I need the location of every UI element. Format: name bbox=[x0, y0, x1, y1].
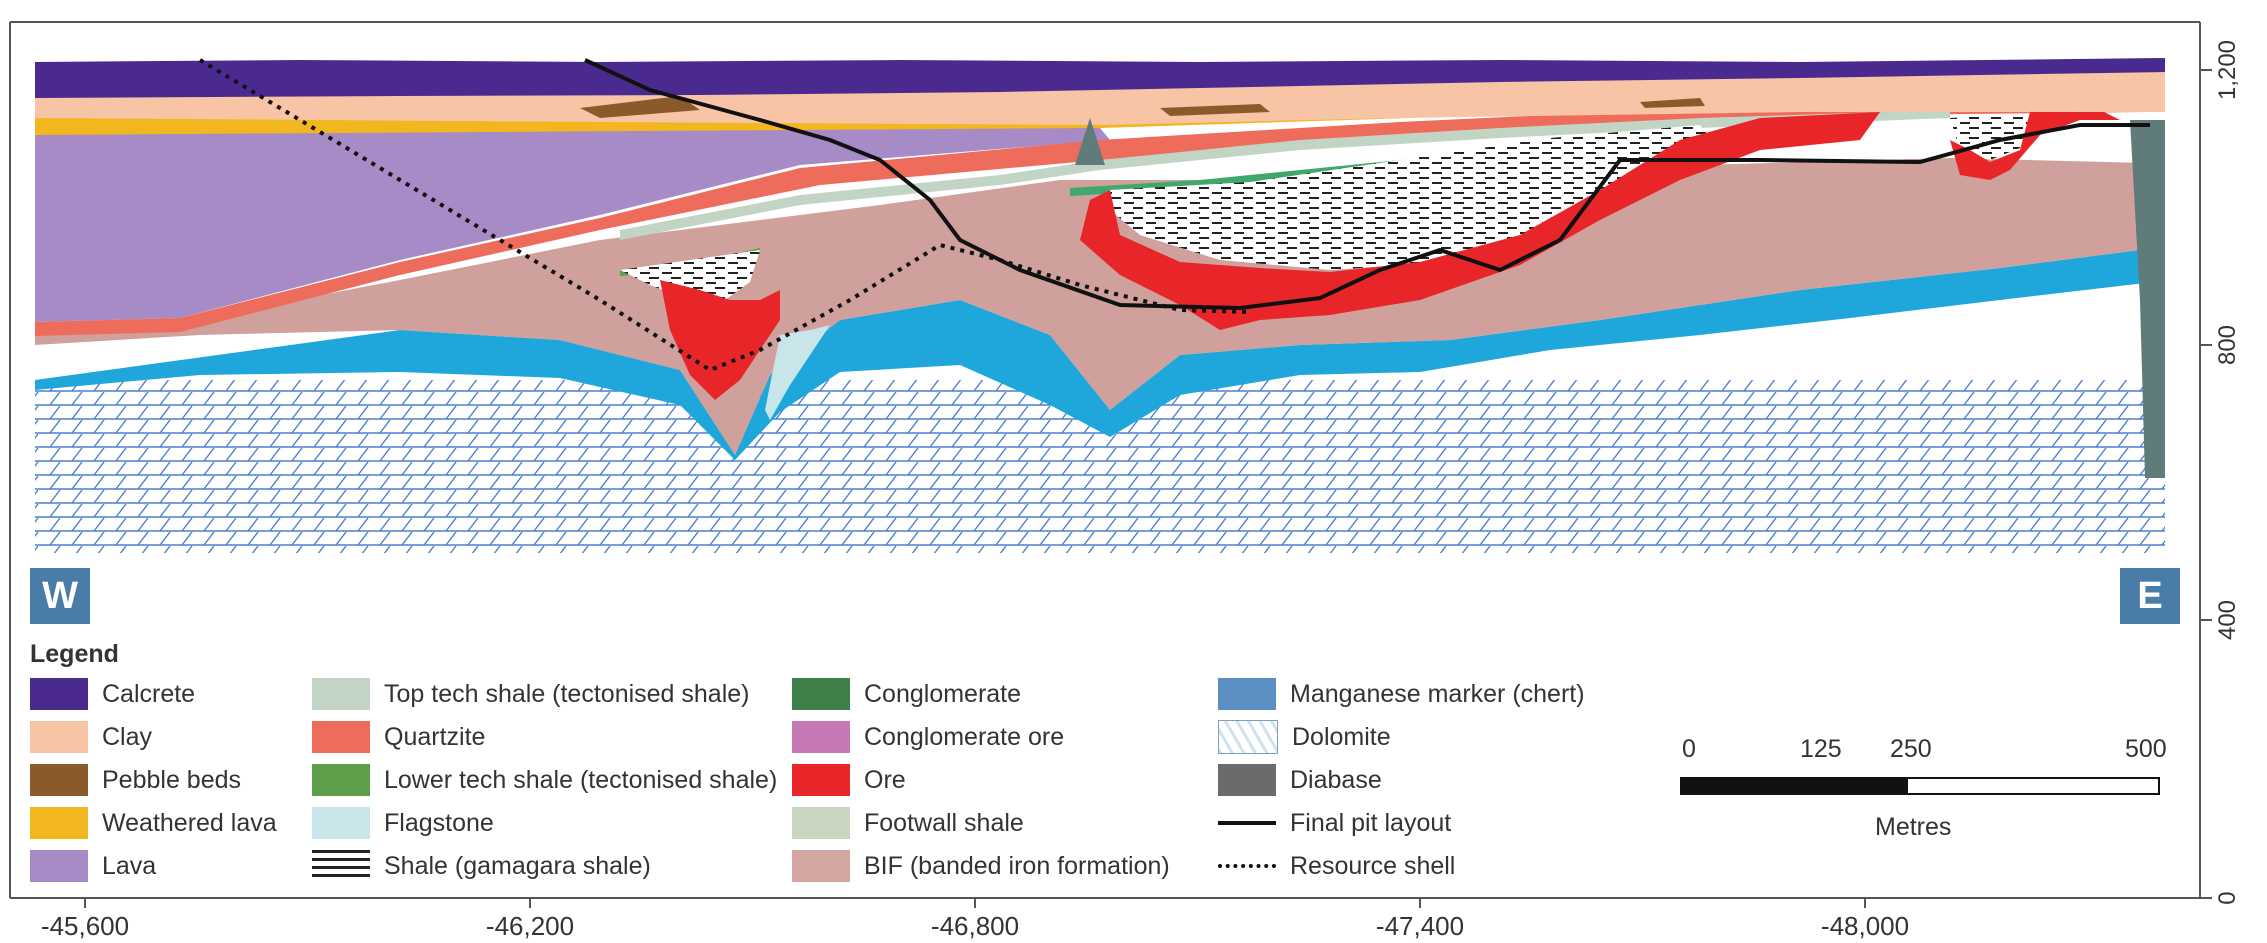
x-tick-label: -48,000 bbox=[1821, 911, 1909, 941]
legend-line-swatch bbox=[1218, 821, 1276, 825]
legend-item: Shale (gamagara shale) bbox=[312, 846, 651, 886]
scale-bar-graphic bbox=[1680, 777, 2160, 795]
legend-label: Manganese marker (chert) bbox=[1290, 679, 1585, 708]
legend-label: Clay bbox=[102, 722, 153, 751]
legend-item: Diabase bbox=[1218, 760, 1382, 800]
legend-item: Ore bbox=[792, 760, 906, 800]
legend-swatch bbox=[792, 678, 850, 710]
resource-shell-line bbox=[198, 58, 1251, 373]
scale-unit-label: Metres bbox=[1875, 813, 1952, 841]
compass-east: E bbox=[2120, 568, 2180, 624]
x-tick-label: -45,600 bbox=[41, 911, 129, 941]
compass-west: W bbox=[30, 568, 90, 624]
y-tick-label: 0 bbox=[2214, 891, 2241, 904]
legend-label: Pebble beds bbox=[102, 765, 242, 794]
scale-tick-label: 500 bbox=[2125, 735, 2167, 763]
legend-swatch bbox=[30, 807, 88, 839]
scale-tick-label: 125 bbox=[1800, 735, 1842, 763]
legend-label: Quartzite bbox=[384, 722, 486, 751]
legend-item: Conglomerate bbox=[792, 674, 1021, 714]
legend-item: Footwall shale bbox=[792, 803, 1024, 843]
legend-swatch bbox=[1218, 764, 1276, 796]
legend-swatch bbox=[792, 807, 850, 839]
scale-bar: 0 125 250 500 Metres bbox=[1680, 735, 2170, 845]
legend-label: Conglomerate bbox=[864, 679, 1022, 708]
shale-pod-west bbox=[620, 250, 760, 305]
legend-swatch bbox=[312, 850, 370, 882]
ore-body-west bbox=[660, 280, 780, 400]
legend-swatch bbox=[30, 678, 88, 710]
legend-item: Top tech shale (tectonised shale) bbox=[312, 674, 750, 714]
legend-label: Weathered lava bbox=[102, 808, 277, 837]
legend-item: Flagstone bbox=[312, 803, 494, 843]
legend-swatch bbox=[792, 721, 850, 753]
flagstone-layer bbox=[765, 325, 830, 420]
legend-swatch bbox=[1218, 678, 1276, 710]
legend-swatch bbox=[30, 850, 88, 882]
diabase-dyke bbox=[2130, 120, 2165, 478]
ore-body-east bbox=[1080, 112, 1880, 330]
legend-label: Final pit layout bbox=[1290, 808, 1452, 837]
legend-label: Footwall shale bbox=[864, 808, 1024, 837]
bif-layer bbox=[35, 158, 2145, 455]
legend-item: Calcrete bbox=[30, 674, 195, 714]
legend-item: Lower tech shale (tectonised shale) bbox=[312, 760, 777, 800]
x-tick-label: -46,800 bbox=[931, 911, 1019, 941]
scale-tick-label: 0 bbox=[1682, 735, 1696, 763]
x-tick-label: -46,200 bbox=[486, 911, 574, 941]
legend-swatch bbox=[312, 721, 370, 753]
lava-layer bbox=[35, 128, 1110, 322]
legend-swatch bbox=[312, 807, 370, 839]
shale-pod-east bbox=[1110, 125, 1720, 270]
x-axis-ticks: -45,600 -46,200 -46,800 -47,400 -48,000 bbox=[41, 898, 1909, 941]
legend-label: Flagstone bbox=[384, 808, 494, 837]
legend-label: Resource shell bbox=[1290, 851, 1456, 880]
final-pit-layout-line bbox=[584, 58, 2150, 311]
legend-swatch bbox=[312, 678, 370, 710]
legend-label: Ore bbox=[864, 765, 906, 794]
legend-item: Clay bbox=[30, 717, 152, 757]
legend-item: Final pit layout bbox=[1218, 803, 1451, 843]
x-tick-label: -47,400 bbox=[1376, 911, 1464, 941]
legend-label: Shale (gamagara shale) bbox=[384, 851, 651, 880]
legend-swatch bbox=[312, 764, 370, 796]
calcrete-layer bbox=[35, 58, 2165, 98]
manganese-marker-layer bbox=[35, 250, 2145, 460]
legend-label: Dolomite bbox=[1292, 722, 1391, 751]
legend-label: Lava bbox=[102, 851, 157, 880]
diabase-peak bbox=[1075, 118, 1105, 165]
legend-swatch bbox=[1218, 720, 1278, 754]
legend-label: Conglomerate ore bbox=[864, 722, 1065, 751]
legend-item: Manganese marker (chert) bbox=[1218, 674, 1585, 714]
legend-item: Lava bbox=[30, 846, 156, 886]
y-axis-ticks: 1,200 800 400 0 bbox=[2200, 40, 2241, 905]
legend-label: Top tech shale (tectonised shale) bbox=[384, 679, 750, 708]
y-tick-label: 400 bbox=[2214, 600, 2241, 640]
legend-title: Legend bbox=[30, 640, 119, 668]
ore-body-far-east bbox=[1950, 104, 2120, 180]
legend-swatch bbox=[30, 721, 88, 753]
y-tick-label: 1,200 bbox=[2214, 40, 2241, 100]
legend-line-swatch bbox=[1218, 864, 1276, 868]
legend-swatch bbox=[792, 764, 850, 796]
scale-tick-label: 250 bbox=[1890, 735, 1932, 763]
y-tick-label: 800 bbox=[2214, 325, 2241, 365]
dolomite-layer bbox=[35, 380, 2165, 553]
legend-item: BIF (banded iron formation) bbox=[792, 846, 1170, 886]
legend-swatch bbox=[792, 850, 850, 882]
legend-item: Pebble beds bbox=[30, 760, 241, 800]
legend-label: Lower tech shale (tectonised shale) bbox=[384, 765, 778, 794]
legend-item: Dolomite bbox=[1218, 717, 1391, 757]
legend-label: BIF (banded iron formation) bbox=[864, 851, 1170, 880]
legend-label: Calcrete bbox=[102, 679, 196, 708]
legend-item: Quartzite bbox=[312, 717, 485, 757]
legend-item: Resource shell bbox=[1218, 846, 1455, 886]
legend-item: Conglomerate ore bbox=[792, 717, 1064, 757]
legend-item: Weathered lava bbox=[30, 803, 277, 843]
legend-label: Diabase bbox=[1290, 765, 1382, 794]
legend-swatch bbox=[30, 764, 88, 796]
